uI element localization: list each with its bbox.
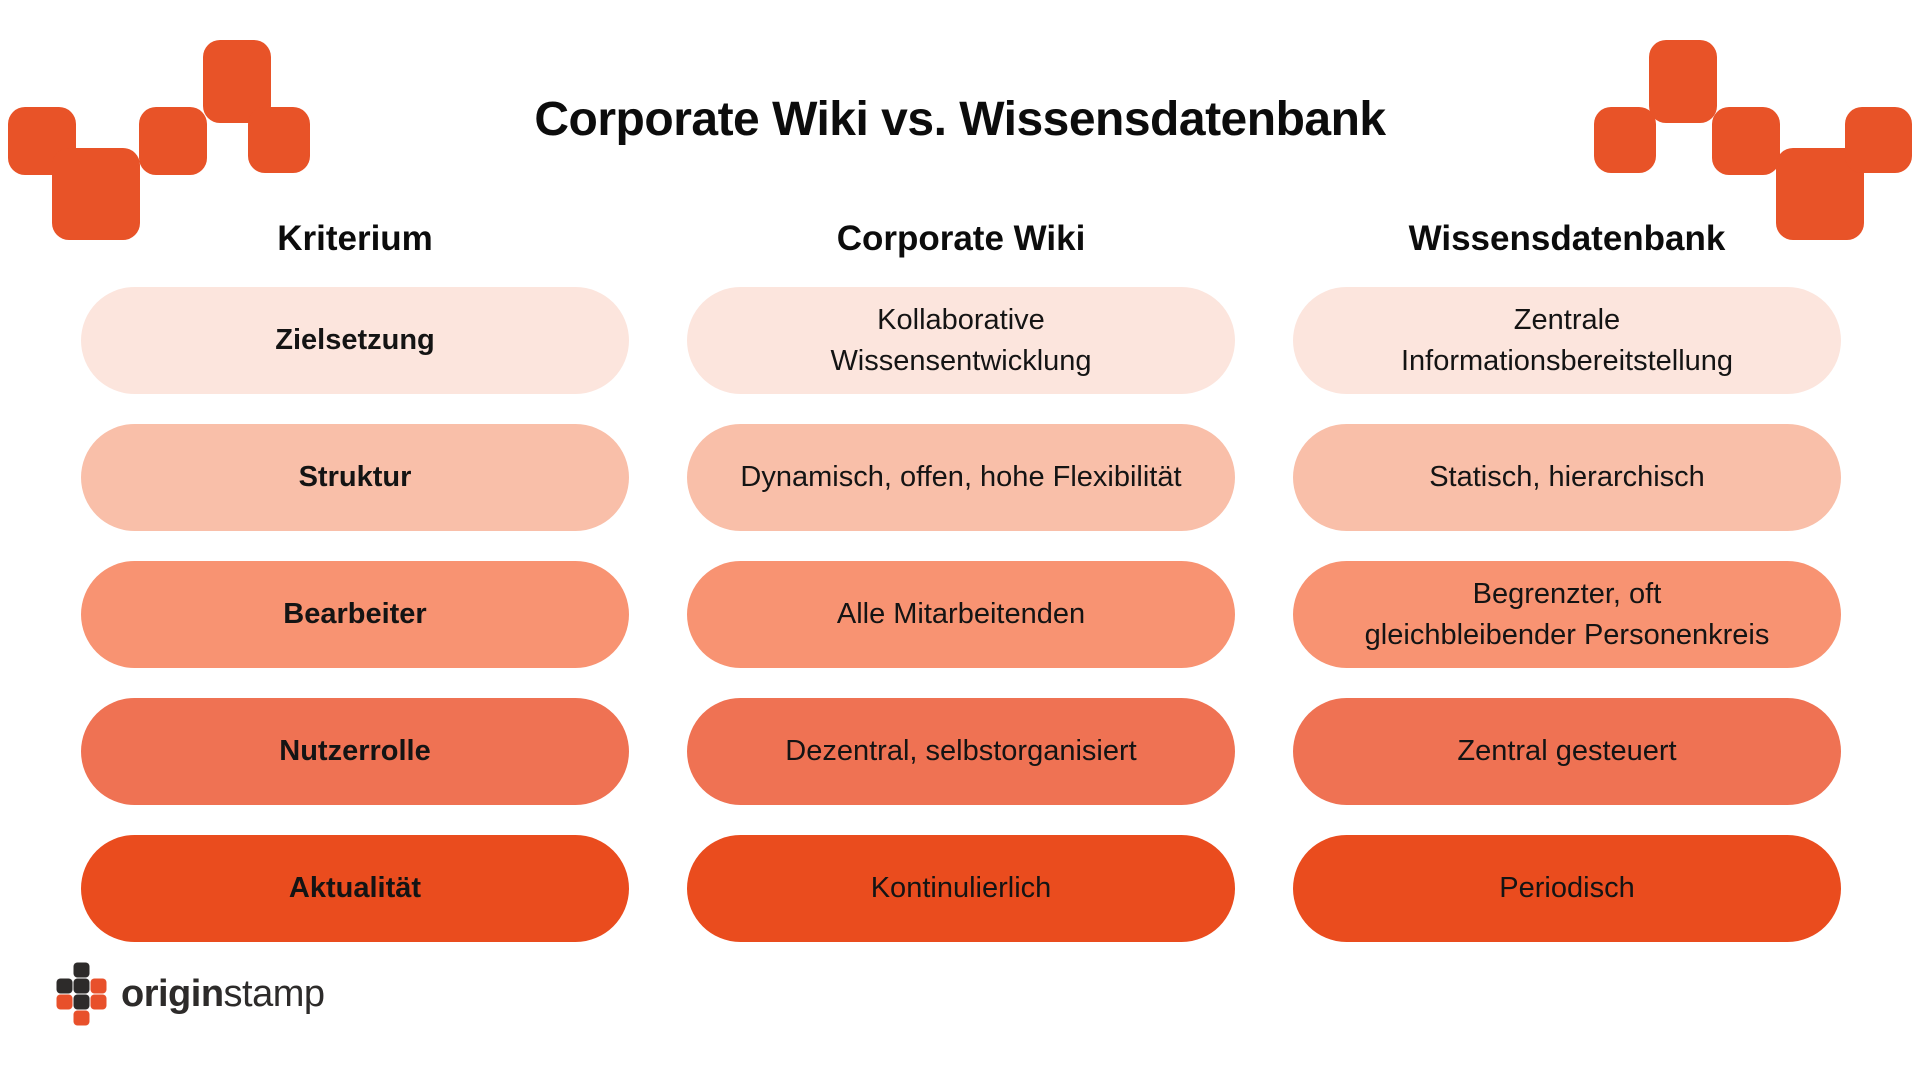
pixel-chain-ornament-right bbox=[1594, 40, 1912, 240]
wordmark-origin: origin bbox=[121, 972, 224, 1015]
table-row-bearbeiter: Bearbeiter Alle Mitarbeitenden Begrenzte… bbox=[81, 561, 1841, 668]
originstamp-s-icon bbox=[56, 962, 107, 1026]
column-headers: Kriterium Corporate Wiki Wissensdatenban… bbox=[81, 219, 1841, 287]
kb-cell: Zentrale Informationsbereitstellung bbox=[1293, 287, 1841, 394]
column-header-kriterium: Kriterium bbox=[277, 219, 433, 258]
comparison-table: Kriterium Corporate Wiki Wissensdatenban… bbox=[81, 219, 1841, 972]
originstamp-logo: originstamp bbox=[56, 962, 325, 1026]
originstamp-wordmark: originstamp bbox=[121, 973, 325, 1016]
wiki-cell: Kontinulierlich bbox=[687, 835, 1235, 942]
criterion-cell: Bearbeiter bbox=[81, 561, 629, 668]
pixel-chain-ornament-left bbox=[8, 40, 310, 240]
kb-cell: Statisch, hierarchisch bbox=[1293, 424, 1841, 531]
criterion-cell: Struktur bbox=[81, 424, 629, 531]
page-title: Corporate Wiki vs. Wissensdatenbank bbox=[534, 93, 1386, 146]
wiki-cell: Dynamisch, offen, hohe Flexibilität bbox=[687, 424, 1235, 531]
criterion-cell: Zielsetzung bbox=[81, 287, 629, 394]
wordmark-stamp: stamp bbox=[223, 972, 325, 1015]
wiki-cell: Alle Mitarbeitenden bbox=[687, 561, 1235, 668]
criterion-cell: Nutzerrolle bbox=[81, 698, 629, 805]
table-row-zielsetzung: Zielsetzung Kollaborative Wissensentwick… bbox=[81, 287, 1841, 394]
wiki-cell: Dezentral, selbstorganisiert bbox=[687, 698, 1235, 805]
kb-cell: Zentral gesteuert bbox=[1293, 698, 1841, 805]
table-row-nutzerrolle: Nutzerrolle Dezentral, selbstorganisiert… bbox=[81, 698, 1841, 805]
column-header-corporate-wiki: Corporate Wiki bbox=[836, 219, 1086, 258]
criterion-cell: Aktualität bbox=[81, 835, 629, 942]
kb-cell: Begrenzter, oft gleichbleibender Persone… bbox=[1293, 561, 1841, 668]
kb-cell: Periodisch bbox=[1293, 835, 1841, 942]
column-header-wissensdatenbank: Wissensdatenbank bbox=[1408, 219, 1726, 258]
wiki-cell: Kollaborative Wissensentwicklung bbox=[687, 287, 1235, 394]
table-row-struktur: Struktur Dynamisch, offen, hohe Flexibil… bbox=[81, 424, 1841, 531]
table-row-aktualitaet: Aktualität Kontinulierlich Periodisch bbox=[81, 835, 1841, 942]
